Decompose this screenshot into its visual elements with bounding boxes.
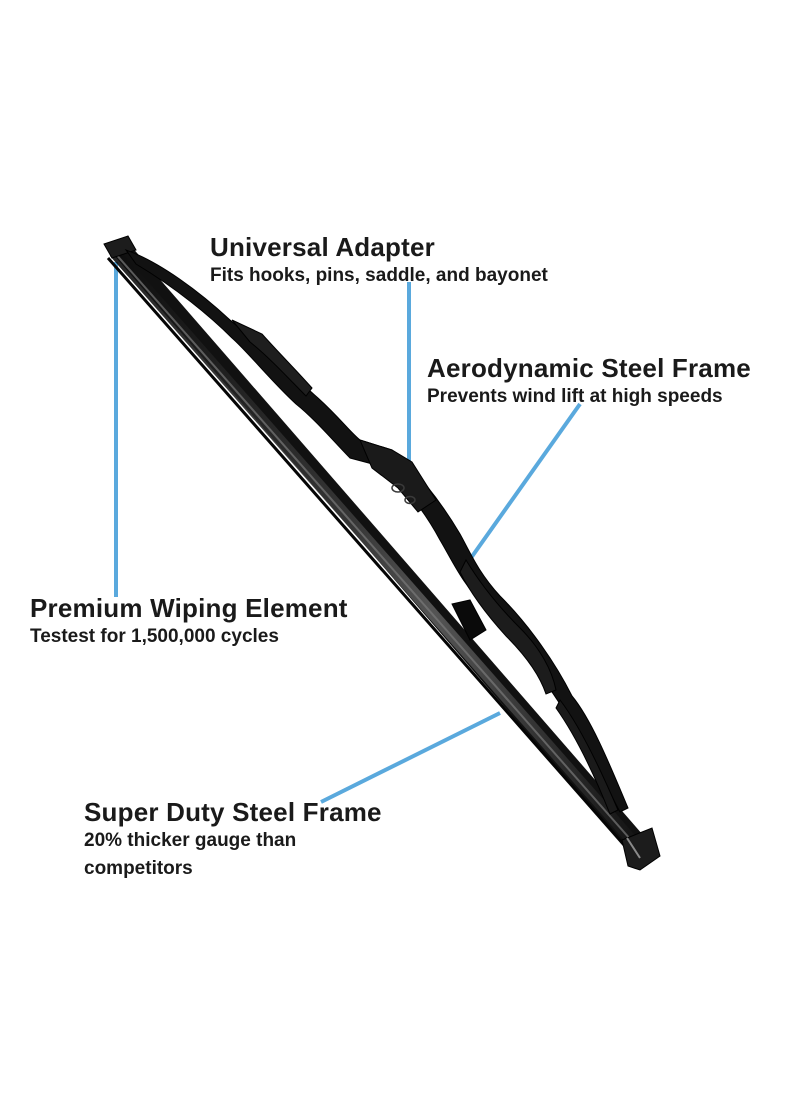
callout-description-universal-adapter: Fits hooks, pins, saddle, and bayonet [210, 265, 548, 286]
blade-strip [106, 238, 656, 866]
leader-line-super-duty-frame [320, 711, 501, 804]
leader-line-aerodynamic-frame [464, 402, 582, 567]
callout-title-aerodynamic-frame: Aerodynamic Steel Frame [427, 353, 751, 383]
callout-aerodynamic-frame: Aerodynamic Steel Frame Prevents wind li… [427, 353, 751, 411]
callout-description-super-duty-frame: 20% thicker gauge than competitors [84, 830, 297, 879]
leader-lines [114, 262, 582, 804]
callout-description-aerodynamic-frame: Prevents wind lift at high speeds [427, 386, 723, 407]
blade-superstructure [124, 249, 629, 815]
callout-universal-adapter: Universal Adapter Fits hooks, pins, sadd… [210, 232, 548, 290]
blade-end-caps [103, 235, 661, 871]
adapter-detail [391, 483, 416, 505]
callout-wiping-element: Premium Wiping Element Testest for 1,500… [30, 593, 348, 651]
callout-title-wiping-element: Premium Wiping Element [30, 593, 348, 623]
callout-description-wiping-element: Testest for 1,500,000 cycles [30, 626, 279, 647]
callout-title-super-duty-frame: Super Duty Steel Frame [84, 797, 382, 827]
wiper-blade [103, 235, 661, 871]
callout-title-universal-adapter: Universal Adapter [210, 232, 435, 262]
callout-super-duty-frame: Super Duty Steel Frame 20% thicker gauge… [84, 797, 404, 883]
